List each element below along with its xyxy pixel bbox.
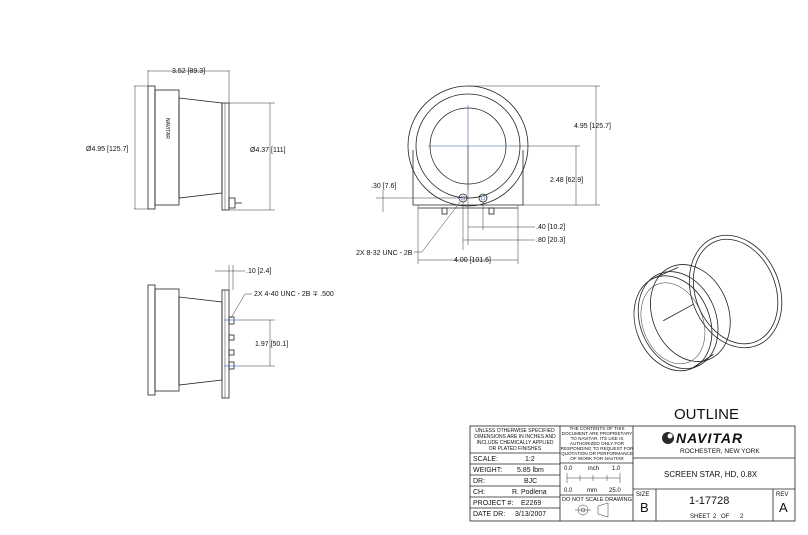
isometric-view (633, 234, 783, 372)
weight-label: WEIGHT: (473, 467, 502, 474)
proprietary-line: AUTHORIZED ONLY FOR (570, 441, 625, 446)
no-scale-note: DO NOT SCALE DRAWING (562, 497, 632, 503)
date-label: DATE DR: (473, 511, 505, 518)
ruler-mm-start: 0.0 (564, 488, 573, 494)
sheet-total: 2 (740, 514, 744, 520)
proprietary-line: QUOTATION OR PERFORMANCE (561, 451, 633, 456)
proprietary-line: TO NAVITAR. ITS USE IS (571, 436, 624, 441)
size-label: SIZE (636, 492, 649, 498)
dim-front-foot: .30 [7.6] (371, 183, 396, 190)
company-location: ROCHESTER, NEW YORK (680, 448, 760, 455)
project-label: PROJECT #: (473, 500, 513, 507)
date-value: 3/13/2007 (515, 511, 546, 518)
rev-value: A (779, 500, 788, 515)
dim-bottom-spacing: 1.97 [50.1] (255, 341, 288, 348)
size-value: B (640, 500, 649, 515)
note-line: DIMENSIONS ARE IN INCHES AND (474, 434, 556, 440)
project-value: E2269 (521, 500, 541, 507)
proprietary-line: THE CONTENTS OF THIS (569, 426, 624, 431)
side-label-text: NAVITAR (164, 118, 170, 139)
dr-value: BJC (524, 478, 537, 485)
part-title: SCREEN STAR, HD, 0.8X (664, 470, 758, 479)
ruler-mm-unit: mm (587, 488, 597, 494)
ruler-inch-start: 0.0 (564, 466, 573, 472)
scale-label: SCALE: (473, 456, 498, 463)
ruler-inch-end: 1.0 (612, 466, 621, 472)
note-line: OR PLATED FINISHES (489, 446, 542, 452)
note-line: UNLESS OTHERWISE SPECIFIED (475, 428, 555, 434)
dim-front-width: 4.00 [101.6] (454, 257, 491, 264)
dim-side-length: 3.52 [89.3] (172, 68, 205, 75)
ch-label: CH: (473, 489, 485, 496)
drawing-heading: OUTLINE (674, 406, 739, 423)
side-view: NAVITAR 3.52 [89.3] Ø4.95 [125.7] Ø4.37 … (86, 68, 286, 211)
navitar-logo: NAVITAR (662, 430, 743, 446)
dim-front-height: 4.95 [125.7] (574, 123, 611, 130)
sheet-number: 2 (713, 514, 717, 520)
dim-bottom-offset: .10 [2.4] (246, 268, 271, 275)
title-block: OUTLINE UNLESS OTHERWISE SPECIFIED DIMEN… (469, 406, 796, 522)
dim-front-hole-sp: .40 [10.2] (536, 224, 565, 231)
dim-front-thread: 2X 8-32 UNC - 2B (356, 250, 413, 257)
proprietary-line: OF WORK FOR NAVITAR (570, 456, 624, 461)
bottom-view: .10 [2.4] 2X 4-40 UNC - 2B ∓ .500 1.97 [… (147, 265, 334, 399)
sheet-label: SHEET (690, 514, 710, 520)
note-line: INCLUDE CHEMICALLY APPLIED (476, 440, 553, 446)
dim-front-hole-sp2: .80 [20.3] (536, 237, 565, 244)
dim-front-center: 2.48 [62.9] (550, 177, 583, 184)
scale-value: 1:2 (525, 456, 535, 463)
dim-bottom-thread: 2X 4-40 UNC - 2B ∓ .500 (254, 291, 334, 298)
proprietary-line: DOCUMENT ARE PROPRIETARY (562, 431, 633, 436)
ruler-mm-end: 25.0 (609, 488, 621, 494)
company-name: NAVITAR (676, 430, 743, 446)
rev-label: REV (776, 492, 788, 498)
proprietary-line: RESPONDING TO REQUEST FOR (561, 446, 634, 451)
dim-side-inner-dia: Ø4.37 [111] (250, 147, 286, 154)
part-number: 1-17728 (689, 495, 729, 507)
ruler-inch-unit: inch (588, 466, 599, 472)
weight-value: 5.85 lbm (517, 467, 544, 474)
dim-side-outer-dia: Ø4.95 [125.7] (86, 146, 128, 153)
front-view: 4.95 [125.7] 2.48 [62.9] .30 [7.6] .40 [… (356, 85, 611, 264)
ch-value: R. Podlena (512, 489, 547, 496)
sheet-of: OF (721, 514, 730, 520)
dr-label: DR: (473, 478, 485, 485)
